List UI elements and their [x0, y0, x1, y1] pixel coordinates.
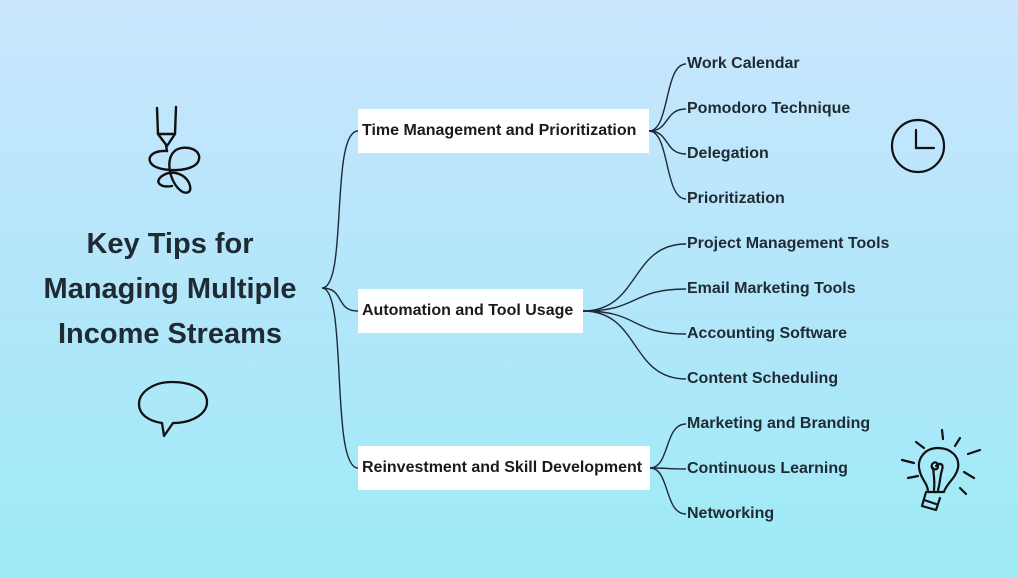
central-topic: Key Tips for Managing Multiple Income St…: [20, 222, 320, 357]
connector-b2-c4: [582, 310, 687, 380]
connector-b1-c1: [648, 63, 687, 132]
branch-time-management[interactable]: Time Management and Prioritization: [358, 109, 649, 153]
leaf-project-management-tools[interactable]: Project Management Tools: [687, 235, 890, 252]
connector-b1-c2: [648, 108, 687, 132]
leaf-prioritization[interactable]: Prioritization: [687, 190, 785, 207]
leaf-networking[interactable]: Networking: [687, 505, 775, 522]
leaf-delegation[interactable]: Delegation: [687, 145, 769, 162]
connector-b2-c1: [582, 243, 687, 312]
branch-reinvestment-skills[interactable]: Reinvestment and Skill Development: [358, 446, 650, 490]
clock-icon: [890, 118, 946, 174]
connector-root-branch-1: [321, 130, 359, 289]
connector-root-branch-3: [321, 287, 359, 469]
central-topic-line-2: Managing Multiple: [43, 273, 297, 305]
connector-b1-c4: [648, 130, 687, 200]
connector-root-branch-2: [321, 287, 359, 312]
connector-b3-c1: [649, 423, 687, 469]
connector-b2-c2: [582, 288, 687, 312]
leaf-work-calendar[interactable]: Work Calendar: [687, 55, 800, 72]
pen-scribble-icon: [148, 105, 201, 194]
leaf-pomodoro-technique[interactable]: Pomodoro Technique: [687, 100, 851, 117]
leaf-content-scheduling[interactable]: Content Scheduling: [687, 370, 839, 387]
leaf-email-marketing-tools[interactable]: Email Marketing Tools: [687, 280, 856, 297]
connector-b1-c3: [648, 130, 687, 155]
leaf-continuous-learning[interactable]: Continuous Learning: [687, 460, 848, 477]
speech-bubble-icon: [137, 380, 209, 438]
branch-automation-tools[interactable]: Automation and Tool Usage: [358, 289, 583, 333]
connector-b3-c3: [649, 467, 687, 515]
lightbulb-icon: [900, 428, 982, 512]
leaf-marketing-and-branding[interactable]: Marketing and Branding: [687, 415, 871, 432]
leaf-accounting-software[interactable]: Accounting Software: [687, 325, 848, 342]
connector-b2-c3: [582, 310, 687, 335]
central-topic-line-1: Key Tips for: [86, 228, 254, 260]
central-topic-line-3: Income Streams: [57, 318, 283, 350]
connector-b3-c2: [649, 467, 687, 470]
